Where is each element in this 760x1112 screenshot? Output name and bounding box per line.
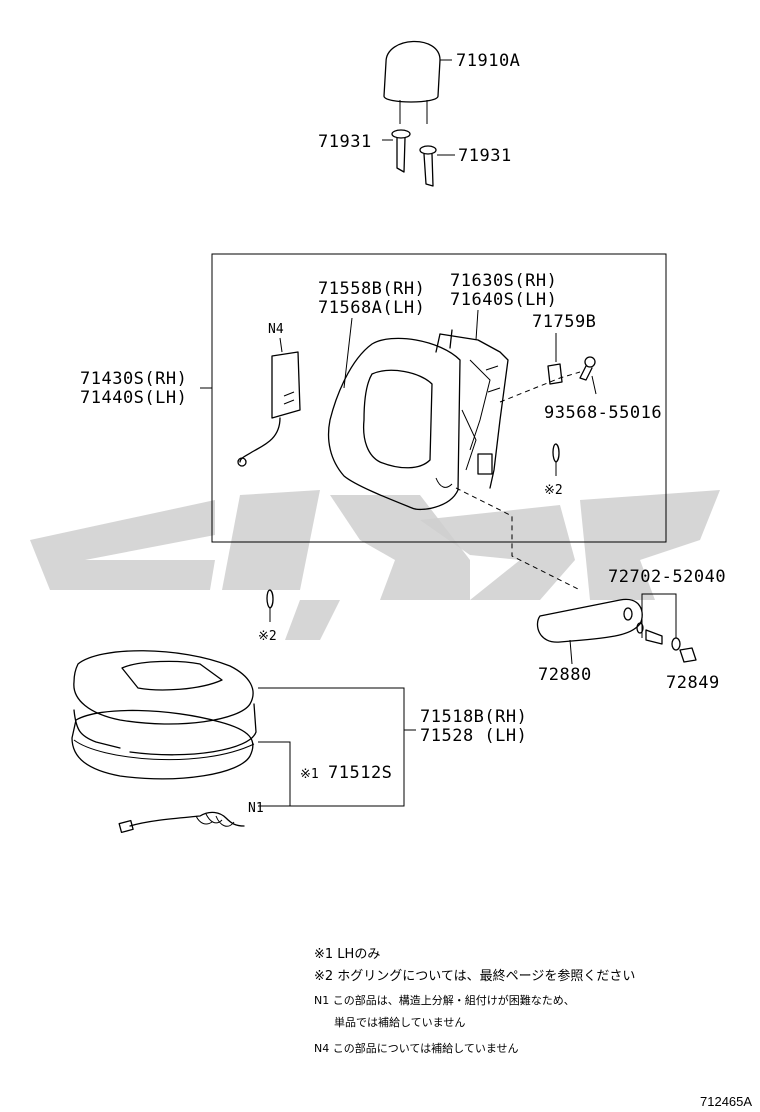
seatback-assembly-box — [211, 253, 667, 543]
part-number-support-right: 71931 — [458, 146, 512, 166]
label-n4: N4 — [268, 322, 284, 337]
part-number-frame-lh: 71640S(LH) — [450, 290, 557, 310]
part-number-headrest: 71910A — [456, 51, 520, 71]
part-number-back-rh: 71430S(RH) — [80, 369, 187, 389]
label-hogring-lower: ※2 — [258, 629, 277, 644]
part-number-cover-rh: 71558B(RH) — [318, 279, 425, 299]
part-number-cushion-cover: 71512S — [328, 763, 392, 783]
watermark-logo — [30, 490, 720, 640]
seatback-cover — [327, 337, 461, 511]
armrest — [536, 598, 643, 643]
seat-cushion-assembly — [73, 650, 257, 756]
headrest — [383, 40, 452, 124]
part-number-armrest: 72880 — [538, 665, 592, 685]
seat-clip — [547, 363, 563, 385]
screw — [579, 356, 596, 381]
label-n1: N1 — [248, 801, 264, 816]
part-number-clip: 71759B — [532, 312, 596, 332]
part-number-cushion-lh: 71528 (LH) — [420, 726, 527, 746]
hog-ring-lower — [266, 589, 274, 622]
part-number-support-left: 71931 — [318, 132, 372, 152]
note-hogring: ※2 ホグリングについては、最終ページを参照ください — [314, 968, 635, 984]
part-number-bolt: 72702-52040 — [608, 567, 726, 587]
headrest-support-right — [419, 145, 455, 187]
note-lh-only: ※1 LHのみ — [314, 947, 380, 962]
part-number-cushion-rh: 71518B(RH) — [420, 707, 527, 727]
part-number-frame-rh: 71630S(RH) — [450, 271, 557, 291]
note-n1-line1: N1 この部品は、構造上分解・組付けが困難なため、 — [314, 993, 575, 1007]
wire-harness — [118, 811, 245, 834]
note-n1-line2: 単品では補給していません — [334, 1015, 465, 1029]
seat-cushion-pad — [71, 709, 255, 780]
part-number-screw: 93568-55016 — [544, 403, 662, 423]
part-number-cap: 72849 — [666, 673, 720, 693]
part-number-cover-lh: 71568A(LH) — [318, 298, 425, 318]
armrest-cap — [679, 647, 697, 663]
part-number-back-lh: 71440S(LH) — [80, 388, 187, 408]
note-n4: N4 この部品については補給していません — [314, 1041, 519, 1055]
armrest-bolt — [636, 622, 681, 651]
label-hogring-upper: ※2 — [544, 483, 563, 498]
label-lh-mark: ※1 — [300, 767, 319, 782]
headrest-support-left — [382, 129, 411, 173]
hog-ring-upper — [552, 443, 560, 476]
figure-id: 712465A — [700, 1094, 752, 1109]
seatback-frame — [435, 329, 509, 489]
side-airbag-module — [237, 351, 301, 467]
